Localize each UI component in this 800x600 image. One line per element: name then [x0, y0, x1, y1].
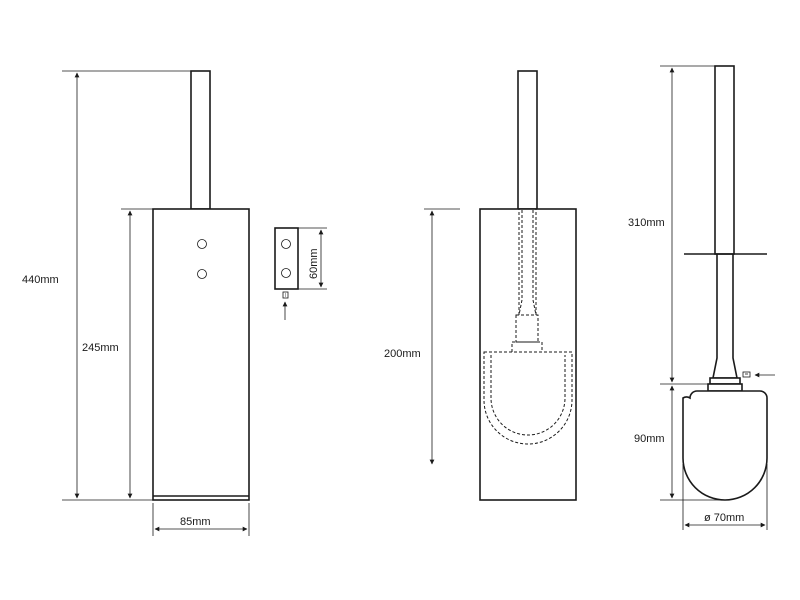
brush-shaft-taper [712, 254, 738, 379]
brush-collar-bottom [707, 383, 743, 392]
front-handle [190, 70, 211, 210]
brush-screw-icon [742, 371, 751, 378]
bracket-hole-bottom [281, 268, 291, 278]
dim-310: 310mm [628, 65, 715, 385]
brush-view [682, 65, 775, 501]
bracket-screw-icon [282, 291, 289, 299]
dim-200-label: 200mm [384, 348, 421, 360]
dim-245: 245mm [82, 208, 153, 499]
dim-90: 90mm [634, 385, 725, 501]
dim-90-label: 90mm [634, 433, 665, 445]
dim-440: 440mm [22, 70, 191, 501]
brush-head [682, 390, 768, 501]
dim-60-label: 60mm [308, 248, 320, 279]
dim-200: 200mm [384, 208, 460, 465]
mount-hole-bottom [197, 269, 207, 279]
hidden-taper-right [532, 210, 537, 316]
dim-70-label: ø 70mm [704, 512, 744, 524]
wall-bracket [274, 227, 299, 320]
dim-85-label: 85mm [180, 516, 211, 528]
section-handle [517, 70, 538, 210]
bracket-hole-top [281, 239, 291, 249]
dim-60: 60mm [298, 227, 327, 290]
section-body [479, 208, 577, 501]
dim-85: 85mm [152, 503, 250, 536]
hidden-brush-inner [490, 355, 566, 436]
front-body [152, 208, 250, 501]
hidden-brush-head [483, 351, 573, 445]
hidden-taper-left [518, 210, 523, 316]
dim-440-label: 440mm [22, 274, 59, 286]
dim-70: ø 70mm [682, 464, 768, 530]
front-view [152, 70, 250, 501]
dim-310-label: 310mm [628, 217, 665, 229]
mount-hole-top [197, 239, 207, 249]
section-view [479, 70, 577, 501]
brush-handle [714, 65, 735, 255]
brush-collar-top [709, 377, 741, 385]
bracket-plate [274, 227, 299, 290]
dim-245-label: 245mm [82, 342, 119, 354]
